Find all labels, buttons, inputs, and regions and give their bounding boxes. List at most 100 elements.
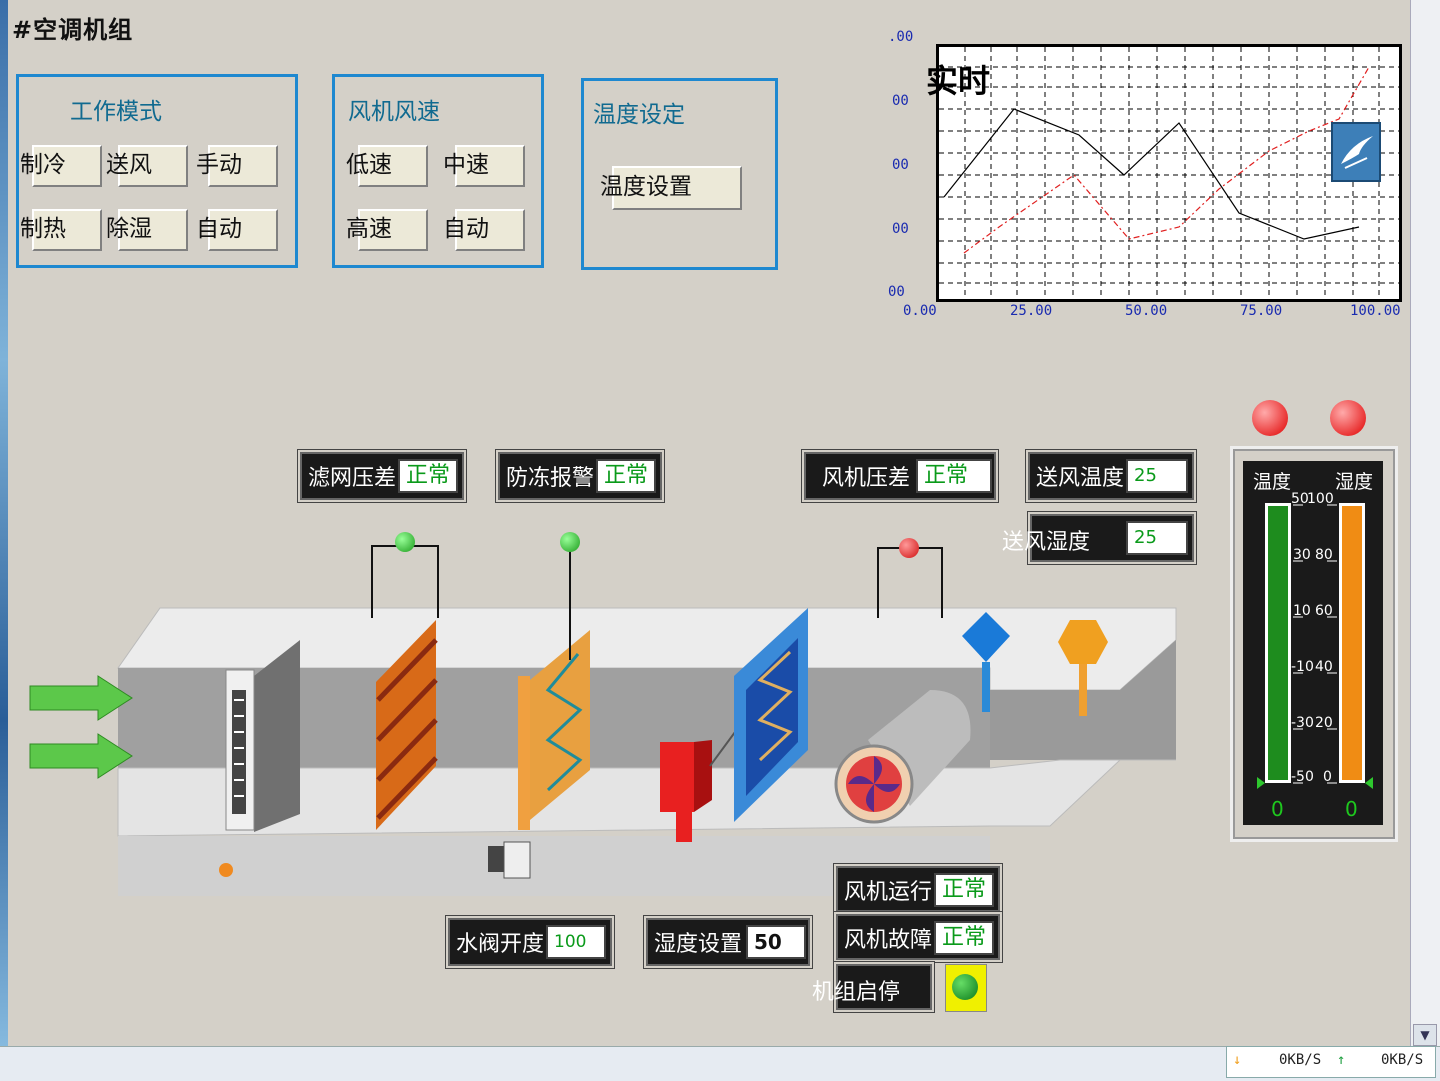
supply-fan-icon <box>834 547 971 824</box>
temp-scale-tick: -30 <box>1291 715 1314 731</box>
humidity-sensor-icon <box>1058 620 1108 716</box>
antifreeze-alarm-value: 正常 <box>596 459 656 493</box>
trend-y-tick: 00 <box>892 157 909 173</box>
download-arrow-icon: ↓ <box>1233 1052 1242 1068</box>
temp-setting-title: 温度设定 <box>593 102 685 128</box>
trend-y-tick: .00 <box>888 29 914 45</box>
mode-heat-button[interactable]: 制热 <box>20 209 102 251</box>
window-title: #空调机组 <box>12 16 134 44</box>
antifreeze-alarm-status: 防冻报警 正常 <box>498 452 662 500</box>
filter-pressure-status: 滤网压差 正常 <box>300 452 464 500</box>
temp-bar-fill <box>1268 506 1288 780</box>
temp-sensor-icon <box>962 612 1010 712</box>
bird-logo-icon[interactable] <box>1331 122 1381 182</box>
trend-y-tick: 00 <box>888 284 905 300</box>
trend-svg <box>939 47 1399 299</box>
gauge-panel: 温度 湿度 50 30 10 -10 -30 <box>1243 461 1383 825</box>
taskbar <box>0 1046 1440 1081</box>
fan-fault-status: 风机故障 正常 <box>836 914 1000 960</box>
fan-pressure-value: 正常 <box>916 459 992 493</box>
damper-icon <box>219 640 300 877</box>
mode-manual-label: 手动 <box>196 152 242 178</box>
antifreeze-alarm-label: 防冻报警 <box>506 466 595 491</box>
ahu-diagram <box>29 545 1177 896</box>
temp-scale-tick: -10 <box>1291 659 1314 675</box>
unit-start-box <box>836 964 932 1010</box>
filter-icon <box>371 545 439 830</box>
mode-dehumidify-button[interactable]: 除湿 <box>106 209 188 251</box>
fan-speed-group <box>332 74 544 268</box>
supply-temp-label: 送风温度 <box>1036 466 1125 491</box>
trend-series-1 <box>943 108 1360 240</box>
mode-cool-button[interactable]: 制冷 <box>20 145 102 187</box>
temp-setting-button[interactable]: 温度设置 <box>600 166 742 210</box>
temp-scale-tick: 30 <box>1293 547 1311 563</box>
fan-pressure-led <box>899 538 919 558</box>
mode-heat-label: 制热 <box>20 216 66 242</box>
antifreeze-status-led <box>560 532 580 552</box>
humidity-scale-tick: 0 <box>1323 769 1332 785</box>
trend-x-tick: 25.00 <box>1010 303 1053 319</box>
fan-auto-label: 自动 <box>443 216 489 242</box>
supply-temp-value[interactable]: 25 <box>1126 459 1188 493</box>
valve-actuator-icon <box>660 727 739 842</box>
temp-scale-tick: 10 <box>1293 603 1311 619</box>
trend-x-tick: 50.00 <box>1125 303 1168 319</box>
trend-x-tick: 100.00 <box>1350 303 1401 319</box>
humidity-setting-value[interactable]: 50 <box>746 925 806 959</box>
desktop-edge <box>0 0 8 1080</box>
fan-pressure-label: 风机压差 <box>822 466 911 491</box>
fan-fault-value: 正常 <box>934 921 994 955</box>
humidity-readout: 0 <box>1345 797 1358 821</box>
hmi-screen: #空调机组 工作模式 制冷 送风 手动 制热 除湿 自动 风机风速 低速 中速 … <box>0 0 1410 1046</box>
temp-scale-tick: 50 <box>1291 491 1309 507</box>
fan-low-button[interactable]: 低速 <box>346 145 428 187</box>
mode-auto-label: 自动 <box>196 216 242 242</box>
valve-opening-status: 水阀开度 100 <box>448 918 612 966</box>
fan-speed-title: 风机风速 <box>348 99 440 125</box>
trend-title: 实时 <box>926 62 991 100</box>
temp-setting-label: 温度设置 <box>600 174 692 200</box>
temp-alarm-led <box>1252 400 1288 436</box>
humidity-gauge-label: 湿度 <box>1335 471 1374 493</box>
humidity-setting-status: 湿度设置 50 <box>646 918 810 966</box>
heat-exchanger-icon <box>734 608 808 822</box>
temp-readout: 0 <box>1271 797 1284 821</box>
fan-fault-label: 风机故障 <box>844 928 933 953</box>
supply-humidity-value[interactable]: 25 <box>1126 521 1188 555</box>
fan-mid-button[interactable]: 中速 <box>443 145 525 187</box>
mode-manual-button[interactable]: 手动 <box>196 145 278 187</box>
mode-auto-button[interactable]: 自动 <box>196 209 278 251</box>
trend-y-tick: 00 <box>892 221 909 237</box>
humidity-bar-frame <box>1339 503 1365 783</box>
fan-high-label: 高速 <box>346 216 392 242</box>
humidity-bar-fill <box>1342 506 1362 780</box>
unit-start-toggle[interactable] <box>945 964 987 1012</box>
fan-high-button[interactable]: 高速 <box>346 209 428 251</box>
trend-series-2 <box>963 66 1370 254</box>
vertical-scrollbar[interactable] <box>1410 0 1440 1046</box>
supply-humidity-label: 送风湿度 <box>1002 530 1091 555</box>
fan-run-status: 风机运行 正常 <box>836 866 1000 912</box>
trend-y-tick: 00 <box>892 93 909 109</box>
fan-auto-button[interactable]: 自动 <box>443 209 525 251</box>
mode-fan-button[interactable]: 送风 <box>106 145 188 187</box>
temp-bar-frame <box>1265 503 1291 783</box>
fan-low-label: 低速 <box>346 152 392 178</box>
valve-opening-value[interactable]: 100 <box>546 925 606 959</box>
download-rate: 0KB/S <box>1279 1052 1322 1068</box>
temp-scale-tick: -50 <box>1291 769 1314 785</box>
realtime-trend-chart <box>936 44 1402 302</box>
temp-humidity-gauge: 温度 湿度 50 30 10 -10 -30 <box>1230 446 1398 842</box>
valve-opening-label: 水阀开度 <box>456 932 545 957</box>
humidity-scale-tick: 40 <box>1315 659 1333 675</box>
scroll-down-icon[interactable]: ▼ <box>1413 1024 1437 1046</box>
temp-setting-group <box>581 78 778 270</box>
upload-rate: 0KB/S <box>1381 1052 1424 1068</box>
work-mode-title: 工作模式 <box>70 99 162 125</box>
fan-mid-label: 中速 <box>443 152 489 178</box>
humidity-setting-label: 湿度设置 <box>654 932 743 957</box>
humidity-scale-tick: 60 <box>1315 603 1333 619</box>
mode-dehumidify-label: 除湿 <box>106 216 152 242</box>
supply-humidity-status: 25 <box>1030 514 1194 562</box>
